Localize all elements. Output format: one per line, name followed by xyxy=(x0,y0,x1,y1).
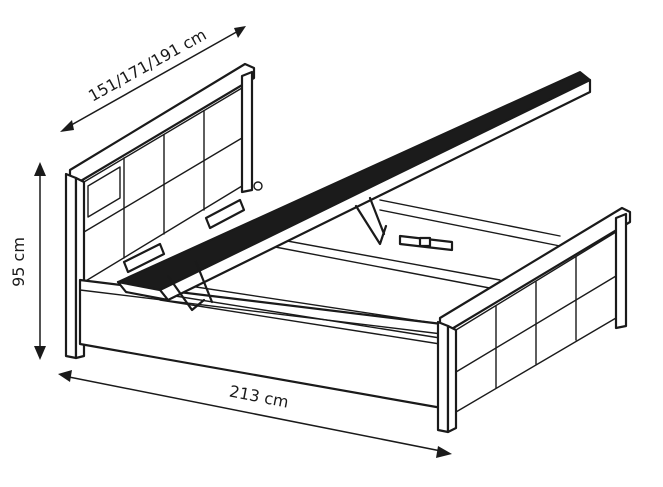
slat-frame xyxy=(149,199,561,345)
lift-mechanism xyxy=(122,181,388,312)
lift-up-base xyxy=(116,71,592,302)
footboard xyxy=(436,206,632,434)
width-label: 151/171/191 cm xyxy=(85,25,210,106)
headboard xyxy=(64,62,256,360)
width-dimension: 151/171/191 cm xyxy=(60,25,246,132)
height-label: 95 cm xyxy=(9,237,28,287)
length-label: 213 cm xyxy=(228,382,291,412)
height-dimension: 95 cm xyxy=(9,162,46,360)
